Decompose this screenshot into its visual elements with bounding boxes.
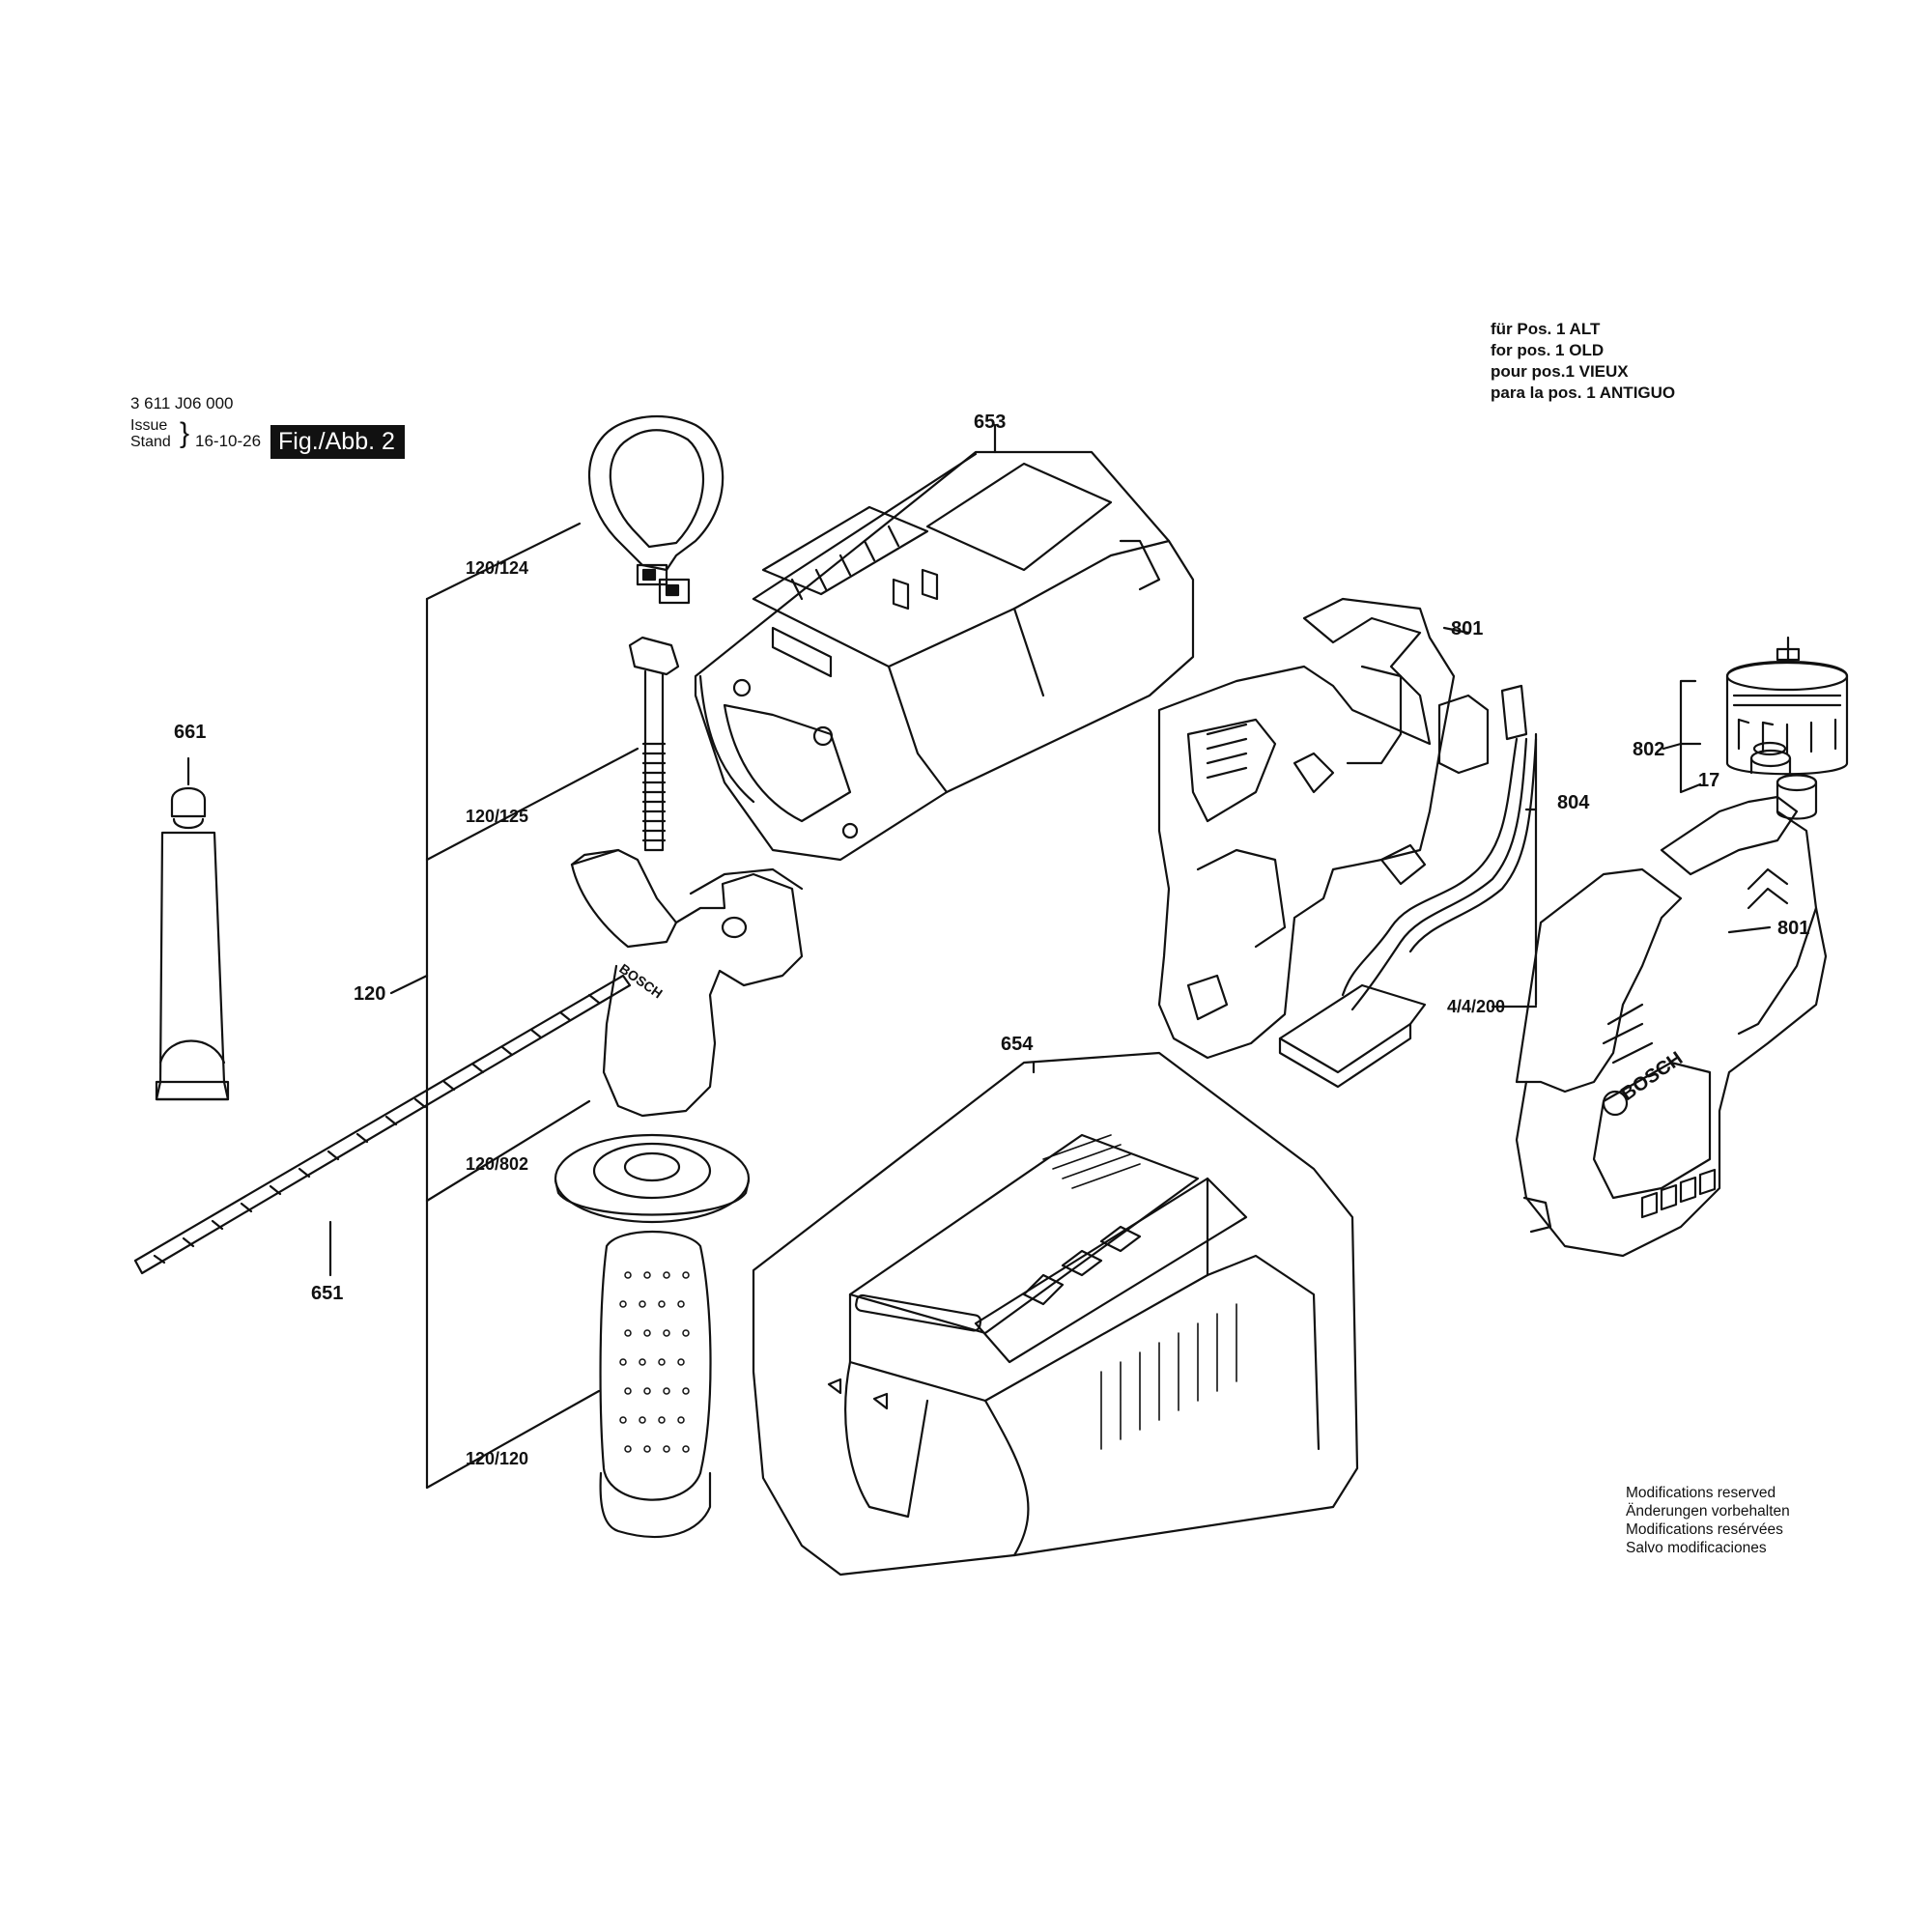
motor-part [1662, 636, 1849, 820]
mods-line-fr: Modifications resérvées [1626, 1521, 1783, 1538]
part-number: 3 611 J06 000 [130, 394, 234, 412]
issue-label: Issue [130, 417, 168, 434]
callout-801-right: 801 [1777, 918, 1810, 939]
charger-part [752, 1051, 1359, 1577]
depth-strap-part [588, 414, 724, 605]
callout-120-125: 120/125 [466, 807, 529, 826]
callout-654: 654 [1001, 1034, 1034, 1055]
callout-653: 653 [974, 412, 1007, 433]
battery-pack-part [694, 423, 1195, 862]
handle-clamp-part: BOSCH [570, 848, 804, 1118]
mods-line-de: Änderungen vorbehalten [1626, 1503, 1790, 1520]
callout-17: 17 [1698, 770, 1720, 791]
figure-tag: Fig./Abb. 2 [270, 425, 405, 459]
mods-line-en: Modifications reserved [1626, 1485, 1776, 1501]
svg-text:BOSCH: BOSCH [616, 960, 666, 1001]
note-line-fr: pour pos.1 VIEUX [1491, 362, 1629, 381]
housing-shell-part: BOSCH [1515, 795, 1828, 1258]
stand-label: Stand [130, 434, 171, 450]
old-position-note: für Pos. 1 ALT for pos. 1 OLD pour pos.1… [1491, 319, 1675, 404]
callout-661: 661 [174, 722, 207, 743]
note-line-es: para la pos. 1 ANTIGUO [1491, 384, 1676, 402]
callout-120-802: 120/802 [466, 1154, 529, 1174]
housing-half-part [1157, 597, 1456, 1060]
callout-801-top: 801 [1451, 618, 1484, 639]
depth-rod-part [133, 974, 632, 1277]
callout-120-120: 120/120 [466, 1449, 529, 1468]
callout-120-124: 120/124 [466, 558, 529, 578]
issue-date: 16-10-26 [195, 432, 262, 450]
callout-651: 651 [311, 1283, 344, 1304]
side-handle-part [554, 1133, 751, 1539]
mods-line-es: Salvo modificaciones [1626, 1540, 1767, 1556]
callout-4-4-200: 4/4/200 [1447, 997, 1506, 1016]
callout-120: 120 [354, 983, 386, 1005]
wiring-harness-part [1278, 684, 1538, 1089]
bracket-120-group [389, 522, 639, 1490]
note-line-en: for pos. 1 OLD [1491, 341, 1605, 359]
note-line-de: für Pos. 1 ALT [1491, 320, 1601, 338]
callout-802: 802 [1633, 739, 1665, 760]
grease-tube-part [155, 756, 230, 1101]
modifications-notice: Modifications reserved Änderungen vorbeh… [1626, 1484, 1790, 1557]
bolt-part [628, 636, 680, 852]
brace-glyph: } [180, 417, 190, 449]
issue-stand-label: Issue Stand [130, 417, 171, 450]
leader-lines [1442, 626, 1772, 1009]
callout-804: 804 [1557, 792, 1590, 813]
